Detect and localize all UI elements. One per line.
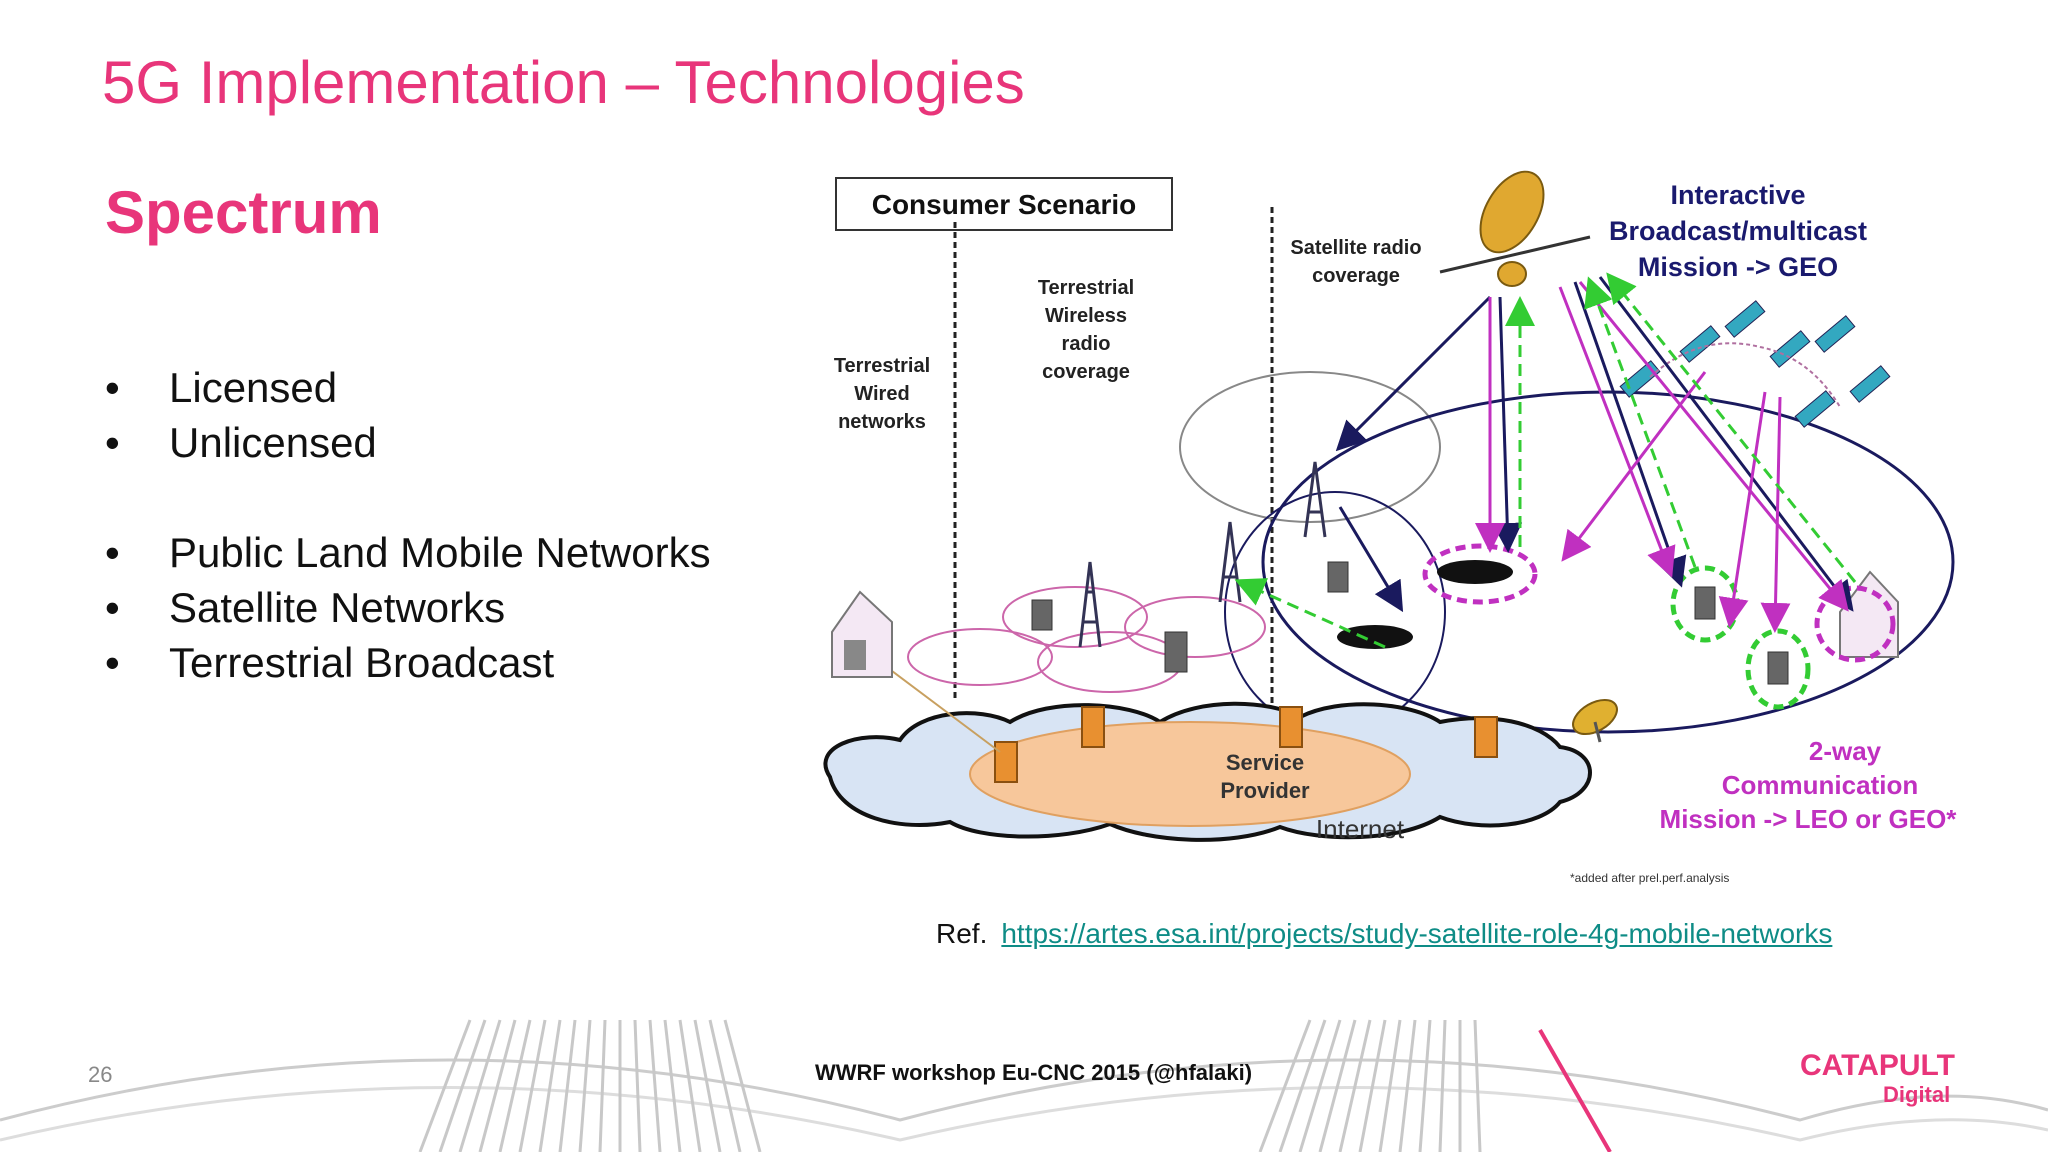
svg-text:Service: Service [1226,750,1304,775]
logo-text-bottom: Digital [1883,1082,1950,1107]
svg-text:networks: networks [838,411,926,433]
internet-label: Internet [1316,814,1405,844]
svg-text:Satellite radio: Satellite radio [1290,237,1421,259]
svg-text:Mission -> LEO or GEO*: Mission -> LEO or GEO* [1660,804,1958,834]
bullet-item: •Public Land Mobile Networks [105,525,711,580]
svg-text:Communication: Communication [1722,770,1918,800]
slide-title: 5G Implementation – Technologies [102,49,1025,116]
network-diagram: Consumer Scenario Terrestrial Wired netw… [823,170,1958,885]
geo-satellite-icon [1439,170,1591,287]
reference-link[interactable]: https://artes.esa.int/projects/study-sat… [1001,918,1833,949]
wired-link [879,661,1001,753]
car-icon [1337,560,1513,649]
service-provider-cloud [969,721,1411,827]
svg-text:Provider: Provider [1220,778,1310,803]
service-provider-label: Service Provider [1220,750,1310,803]
reference: Ref. https://artes.esa.int/projects/study… [936,918,1832,950]
bullet-dot: • [105,639,120,686]
satellite-radio-label: Satellite radio coverage [1290,237,1421,287]
bullet-list: •Licensed •Unlicensed •Public Land Mobil… [105,360,711,690]
leo-orbit [1649,342,1841,408]
bullet-dot: • [105,364,120,411]
coverage-ellipse [1179,371,1441,523]
bullet-item: •Terrestrial Broadcast [105,635,711,690]
svg-text:coverage: coverage [1312,265,1400,287]
bullet-dot: • [105,419,120,466]
page-number: 26 [88,1062,113,1087]
satellite-dish-icon [1572,698,1618,743]
svg-text:Terrestrial: Terrestrial [834,355,930,377]
consumer-scenario-label: Consumer Scenario [872,189,1137,220]
house-icon [831,590,893,678]
bullet-dot: • [105,529,120,576]
server-icon [994,706,1498,783]
svg-text:Interactive: Interactive [1670,180,1805,210]
bullet-dot: • [105,584,120,631]
reference-prefix: Ref. [936,918,988,949]
footer-text: WWRF workshop Eu-CNC 2015 (@hfalaki) [815,1060,1253,1085]
svg-text:Terrestrial: Terrestrial [1038,277,1134,299]
navy-arrows [1335,276,1854,613]
house-icon [1839,570,1899,658]
svg-text:radio: radio [1062,333,1111,355]
logo-text-top: CATAPULT [1800,1049,1955,1082]
section-heading: Spectrum [105,179,382,246]
catapult-logo: CATAPULT Digital [1800,1049,1955,1107]
two-way-label: 2-way Communication Mission -> LEO or GE… [1660,736,1958,834]
satellite-coverage-ellipse [1261,390,1955,734]
bullet-item: •Satellite Networks [105,580,711,635]
svg-text:Broadcast/multicast: Broadcast/multicast [1609,216,1867,246]
svg-text:Mission -> GEO: Mission -> GEO [1638,252,1838,282]
coverage-ellipse [1224,491,1446,733]
bullet-item: •Licensed [105,360,711,415]
svg-text:Wireless: Wireless [1045,305,1127,327]
green-arrows [1234,272,1857,649]
decorative-wave [0,1019,2048,1152]
terrestrial-wireless-label: Terrestrial Wireless radio coverage [1038,277,1134,383]
interactive-broadcast-label: Interactive Broadcast/multicast Mission … [1609,180,1867,282]
consumer-scenario-box [835,177,1173,231]
bullet-item: •Unlicensed [105,415,711,470]
antenna-tower-icon [1078,461,1327,648]
svg-text:coverage: coverage [1042,361,1130,383]
magenta-arrows [1475,281,1849,633]
svg-text:Wired: Wired [854,383,909,405]
svg-text:2-way: 2-way [1809,736,1882,766]
footnote: *added after prel.perf.analysis [1570,871,1729,885]
terrestrial-wired-label: Terrestrial Wired networks [834,355,930,433]
mobile-device-icon [1031,561,1789,685]
